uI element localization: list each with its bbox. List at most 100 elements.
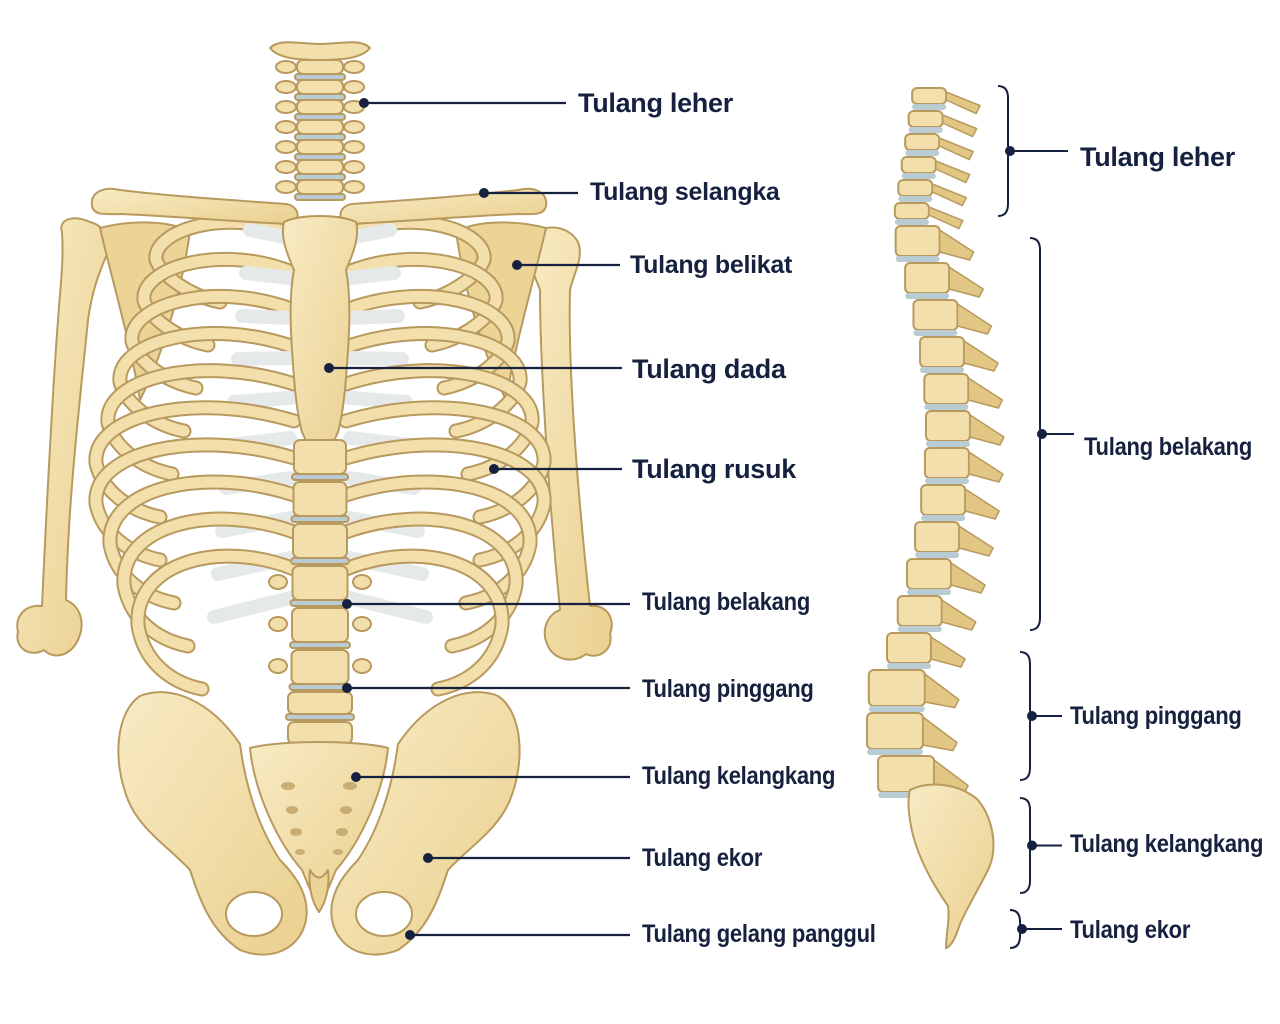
spinous-process [940, 599, 977, 631]
side-vertebra [914, 521, 961, 553]
intervertebral-disc [285, 713, 355, 721]
intervertebral-disc [289, 641, 351, 649]
spinous-process [958, 525, 994, 557]
side-vertebra [911, 87, 948, 105]
leader-dot [359, 98, 369, 108]
label-tulang-leher-front: Tulang leher [578, 88, 733, 118]
spinous-process [941, 114, 978, 138]
label-tulang-rusuk: Tulang rusuk [632, 454, 796, 484]
clavicle-right [339, 187, 548, 225]
bracket-dot [1027, 711, 1037, 721]
side-disc [886, 663, 931, 669]
side-disc [913, 330, 958, 336]
leader-dot [342, 599, 352, 609]
bracket-dot [1005, 146, 1015, 156]
side-vertebra [924, 410, 971, 442]
side-vertebra [904, 262, 951, 294]
vertebra [287, 691, 353, 715]
vertebra [296, 79, 344, 95]
spinous-process [967, 377, 1004, 409]
rib-fill [340, 216, 490, 308]
transverse-process [343, 180, 365, 194]
side-disc [905, 150, 940, 156]
spinous-process [922, 716, 958, 752]
vertebra [287, 721, 353, 745]
side-disc [898, 196, 933, 202]
side-disc [908, 127, 943, 133]
vertebra [296, 139, 344, 155]
side-vertebra [893, 202, 930, 220]
spinous-process [968, 451, 1004, 483]
rib-fill [340, 550, 508, 695]
transverse-process [343, 60, 365, 74]
leader-dot [324, 363, 334, 373]
spinous-process [964, 488, 1000, 520]
side-disc [897, 626, 942, 632]
side-vertebral-column [866, 87, 1005, 798]
transverse-process [343, 80, 365, 94]
spinous-process [938, 229, 975, 261]
spinous-process [956, 303, 993, 335]
vertebra [293, 439, 347, 475]
side-disc [924, 404, 969, 410]
rib-fill [90, 439, 300, 566]
rib-fill [118, 513, 300, 652]
costal-cartilage [235, 309, 297, 325]
leader-dot [342, 683, 352, 693]
side-disc [894, 219, 929, 225]
transverse-process [268, 658, 288, 674]
transverse-process [352, 616, 372, 632]
side-vertebra [920, 484, 967, 516]
label-tulang-pinggang-side: Tulang pinggang [1070, 702, 1242, 730]
intervertebral-disc [294, 193, 346, 201]
transverse-process [275, 80, 297, 94]
costal-cartilage [343, 351, 409, 366]
bracket-dot [1037, 429, 1047, 439]
label-tulang-belikat: Tulang belikat [630, 251, 793, 279]
side-vertebra [885, 632, 932, 664]
side-disc [895, 256, 940, 262]
label-tulang-gelang-panggul: Tulang gelang panggul [642, 920, 876, 948]
costal-cartilage [343, 591, 433, 624]
transverse-process [268, 616, 288, 632]
spinous-process [938, 137, 974, 161]
vertebra [296, 99, 344, 115]
leader-dot [479, 188, 489, 198]
vertebra [292, 481, 348, 517]
transverse-process [343, 160, 365, 174]
side-vertebra [867, 669, 926, 707]
side-disc [905, 293, 950, 299]
side-vertebra [907, 110, 944, 128]
intervertebral-disc [288, 683, 352, 691]
vertebra [292, 523, 348, 559]
side-disc [912, 104, 947, 110]
side-vertebra [900, 156, 937, 174]
vertebra [296, 179, 344, 195]
spinous-process [945, 91, 981, 115]
side-vertebra [923, 373, 970, 405]
transverse-process [343, 120, 365, 134]
label-tulang-dada: Tulang dada [632, 354, 786, 384]
costal-cartilage [239, 266, 297, 285]
side-disc [920, 367, 965, 373]
label-tulang-kelangkang-side: Tulang kelangkang [1070, 830, 1264, 858]
label-leaders [324, 85, 1074, 949]
spinous-process [928, 206, 964, 230]
transverse-process [352, 574, 372, 590]
spinous-process [963, 340, 999, 372]
rib-fill [132, 550, 300, 695]
costal-cartilage [343, 266, 401, 285]
front-skeleton [16, 41, 613, 956]
side-disc [867, 749, 924, 755]
rib-fill [340, 439, 550, 566]
vertebra [291, 565, 349, 601]
costal-cartilage [343, 309, 405, 325]
intervertebral-disc [290, 557, 350, 565]
intervertebral-disc [289, 599, 351, 607]
label-tulang-leher-side: Tulang leher [1080, 142, 1235, 172]
spinous-process [950, 562, 986, 594]
leader-dot [351, 772, 361, 782]
label-tulang-belakang-side: Tulang belakang [1084, 433, 1252, 461]
side-vertebra [896, 595, 943, 627]
